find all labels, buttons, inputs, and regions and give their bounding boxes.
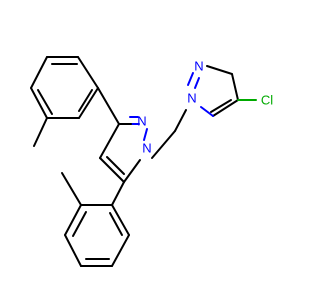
bond-inner	[37, 89, 53, 115]
lower-tolyl-ring	[61, 172, 130, 267]
bond-inner	[78, 89, 93, 112]
bond-inner	[109, 212, 123, 236]
bond	[187, 72, 194, 86]
bond	[123, 159, 141, 183]
atom-label-nitrogen: N	[194, 58, 203, 73]
bond	[97, 87, 120, 125]
bond	[77, 56, 99, 89]
bond	[174, 109, 187, 132]
bond	[212, 99, 239, 117]
bond	[143, 128, 148, 141]
bond	[30, 87, 48, 119]
structure-canvas: N N N N Cl	[30, 56, 273, 267]
bond	[64, 204, 82, 236]
atom-label-nitrogen: N	[187, 90, 196, 105]
bond	[231, 73, 239, 101]
bond	[99, 157, 125, 183]
chloropyrazole-ring	[187, 65, 257, 117]
bond-inner	[210, 99, 232, 113]
bond-inner	[72, 211, 87, 237]
bond	[111, 204, 130, 236]
methyl-bond	[33, 117, 48, 147]
bond	[99, 123, 120, 159]
bond	[200, 106, 214, 117]
bond	[111, 181, 125, 206]
atom-label-nitrogen: N	[142, 140, 151, 155]
molecule-structure: N N N N Cl	[30, 56, 273, 267]
methyl-bond	[61, 172, 82, 206]
bond	[151, 130, 176, 159]
central-pyrazole-ring	[99, 116, 148, 183]
bond	[30, 56, 48, 89]
bond	[206, 65, 233, 75]
atom-label-chlorine: Cl	[261, 92, 273, 107]
bond	[64, 234, 82, 267]
bond-inner	[106, 156, 125, 175]
upper-tolyl-ring	[30, 56, 99, 147]
atom-label-nitrogen: N	[137, 113, 146, 128]
bond	[111, 234, 130, 267]
bond	[78, 87, 99, 119]
bond-inner	[194, 77, 200, 89]
